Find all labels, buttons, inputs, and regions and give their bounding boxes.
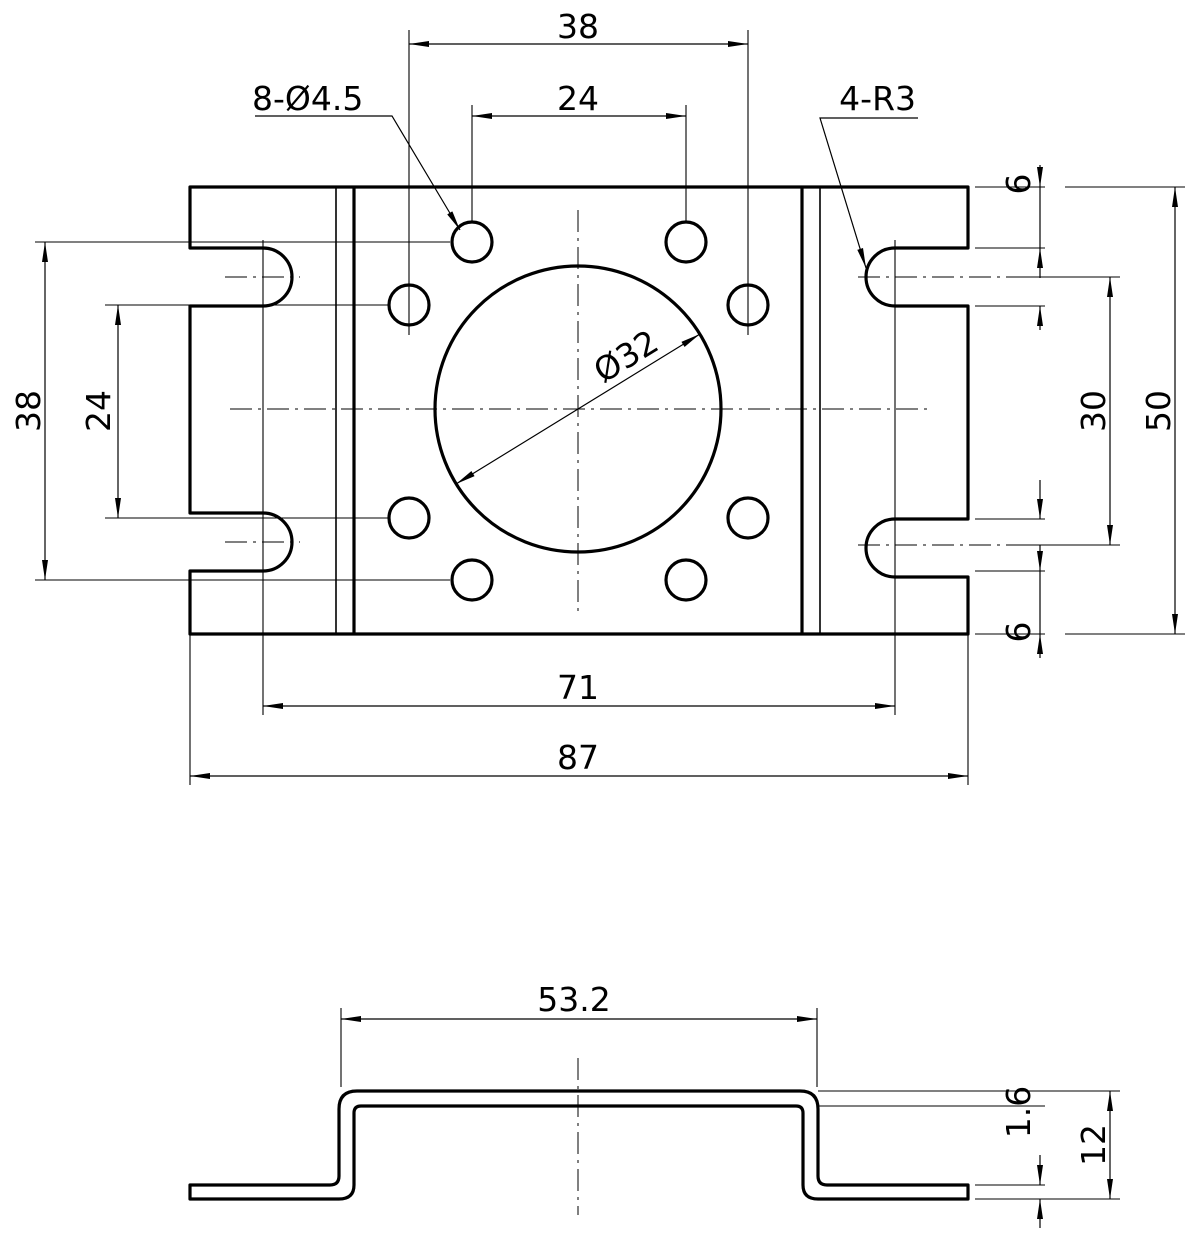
side-view: 53.2 1.6 12 [188,980,1120,1228]
dim-label-top-38: 38 [557,7,599,46]
mount-hole [664,220,708,264]
dim-label-top-6: 6 [999,174,1038,195]
top-view: 38 24 8-Ø4.5 4-R3 Ø32 38 24 6 6 [9,7,1185,785]
dim-line-bore [455,333,701,485]
leader-hole-callout [255,115,461,231]
mount-hole [450,220,494,264]
leader-slot-callout [819,117,918,269]
hole-callout-label: 8-Ø4.5 [252,79,363,118]
dim-label-12: 12 [1074,1124,1113,1166]
extension-lines [35,30,1185,785]
mount-hole [450,558,494,602]
dim-label-87: 87 [557,738,599,777]
dim-label-left-38: 38 [9,390,48,432]
slot-callout-label: 4-R3 [839,79,916,118]
dim-label-top-24: 24 [557,79,599,118]
profile-outline [188,1089,970,1201]
dim-label-30: 30 [1074,390,1113,432]
dim-label-53-2: 53.2 [537,980,610,1019]
mount-hole [726,496,770,540]
side-extension-lines [340,1008,1120,1200]
dim-label-1-6: 1.6 [999,1086,1038,1138]
mount-hole [664,558,708,602]
plate-outline [188,185,970,636]
mount-hole [387,496,431,540]
dim-label-71: 71 [557,668,599,707]
dim-label-bottom-6: 6 [999,622,1038,643]
dim-label-50: 50 [1139,390,1178,432]
dim-label-left-24: 24 [79,390,118,432]
dim-label-bore: Ø32 [587,322,665,391]
